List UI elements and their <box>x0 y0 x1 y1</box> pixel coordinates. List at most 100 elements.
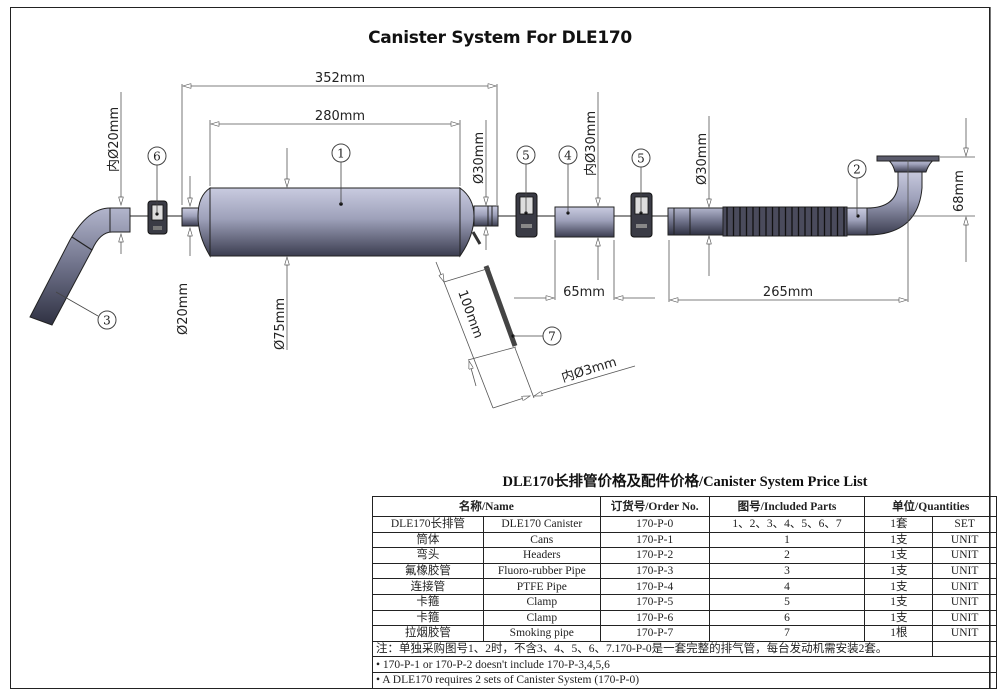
dim-smoking-pipe-length: 100mm <box>454 288 485 340</box>
note-en-2: • A DLE170 requires 2 sets of Canister S… <box>372 671 997 689</box>
cell-name-en: Fluoro-rubber Pipe <box>482 562 601 580</box>
cell-quantity: 1支 <box>864 578 934 595</box>
cell-included-parts: 4 <box>708 578 866 595</box>
cell-quantity: 1支 <box>864 547 934 564</box>
technical-drawing: 1 2 3 4 5 5 6 7 352mm 280mm 内Ø20mm Ø20mm… <box>29 71 975 409</box>
table-header-row: 名称/Name 订货号/Order No. 图号/Included Parts … <box>372 496 997 517</box>
balloon-5-left: 5 <box>516 145 536 165</box>
cell-name-en: Cans <box>482 531 601 549</box>
dim-outlet-dia-left: Ø20mm <box>176 283 191 335</box>
balloon-2: 2 <box>847 159 867 179</box>
dim-smoking-pipe-inner-dia: 内Ø3mm <box>559 354 618 386</box>
note-row-2: • A DLE170 requires 2 sets of Canister S… <box>372 671 997 689</box>
balloon-7: 7 <box>542 326 562 346</box>
part-7-smoking-pipe <box>483 265 518 347</box>
cell-unit: UNIT <box>932 625 997 642</box>
part-5-clamp-left <box>515 192 538 238</box>
note-row-cn: 注：单独采购图号1、2时，不含3、4、5、6、7.170-P-0是一套完整的排气… <box>371 640 997 658</box>
cell-name-cn: 筒体 <box>372 531 484 549</box>
cell-name-en: Clamp <box>482 593 601 611</box>
dim-inner-dia-ptfe: 内Ø30mm <box>583 111 599 176</box>
part-6-clamp <box>147 200 168 235</box>
balloon-6: 6 <box>147 146 167 166</box>
dim-overall-length: 352mm <box>315 71 365 86</box>
dimension-lines <box>121 84 975 409</box>
cell-order-no: 170-P-4 <box>599 578 710 595</box>
svg-text:7: 7 <box>548 330 556 344</box>
price-list-table: 名称/Name 订货号/Order No. 图号/Included Parts … <box>371 496 997 689</box>
dim-ptfe-length: 65mm <box>563 285 605 300</box>
note-row-1: • 170-P-1 or 170-P-2 doesn't include 170… <box>372 656 997 673</box>
note-cn: 注：单独采购图号1、2时，不含3、4、5、6、7.170-P-0是一套完整的排气… <box>371 640 934 658</box>
dim-body-length: 280mm <box>315 109 365 124</box>
cell-unit: UNIT <box>932 531 997 549</box>
cell-name-cn: 连接管 <box>372 578 484 595</box>
cell-included-parts: 1 <box>708 531 866 549</box>
balloon-5-right: 5 <box>631 148 651 168</box>
part-3-fluoro-rubber-pipe <box>29 207 131 326</box>
cell-order-no: 170-P-5 <box>599 593 710 611</box>
note-en-1: • 170-P-1 or 170-P-2 doesn't include 170… <box>372 656 997 673</box>
cell-included-parts: 6 <box>708 609 866 627</box>
cell-included-parts: 5 <box>708 593 866 611</box>
cell-name-en: Clamp <box>482 609 601 627</box>
cell-order-no: 170-P-2 <box>599 547 710 564</box>
cell-name-cn: 弯头 <box>372 547 484 564</box>
cell-order-no: 170-P-7 <box>599 625 710 642</box>
svg-text:1: 1 <box>337 147 345 161</box>
cell-unit: SET <box>932 516 997 533</box>
svg-text:3: 3 <box>103 314 111 328</box>
balloon-4: 4 <box>558 145 578 165</box>
frame-right-edge <box>990 7 991 689</box>
cell-order-no: 170-P-1 <box>599 531 710 549</box>
cell-quantity: 1套 <box>864 516 934 533</box>
cell-included-parts: 3 <box>708 562 866 580</box>
cell-order-no: 170-P-6 <box>599 609 710 627</box>
note-empty-cell <box>932 640 997 658</box>
cell-unit: UNIT <box>932 562 997 580</box>
part-2-header <box>667 155 940 237</box>
svg-text:6: 6 <box>153 150 161 164</box>
dim-header-dia: Ø30mm <box>695 133 710 185</box>
cell-quantity: 1支 <box>864 609 934 627</box>
part-1-canister <box>181 187 499 258</box>
svg-text:5: 5 <box>522 149 530 163</box>
cell-unit: UNIT <box>932 578 997 595</box>
header-order-no: 订货号/Order No. <box>599 496 710 517</box>
cell-order-no: 170-P-0 <box>599 516 710 533</box>
dim-header-length: 265mm <box>763 285 813 300</box>
dim-header-height: 68mm <box>952 170 967 212</box>
cell-unit: UNIT <box>932 593 997 611</box>
balloon-leaders <box>55 162 858 337</box>
cell-unit: UNIT <box>932 547 997 564</box>
cell-unit: UNIT <box>932 609 997 627</box>
cell-name-cn: 卡箍 <box>372 609 484 627</box>
cell-quantity: 1支 <box>864 531 934 549</box>
cell-name-en: DLE170 Canister <box>482 516 601 533</box>
cell-quantity: 1支 <box>864 593 934 611</box>
cell-order-no: 170-P-3 <box>599 562 710 580</box>
part-5-clamp-right <box>630 192 653 238</box>
svg-text:4: 4 <box>564 149 572 163</box>
dim-body-dia: Ø75mm <box>273 298 288 350</box>
cell-name-cn: DLE170长排管 <box>372 516 484 533</box>
price-list-title: DLE170长排管价格及配件价格/Canister System Price L… <box>502 474 868 490</box>
cell-name-en: PTFE Pipe <box>482 578 601 595</box>
svg-text:5: 5 <box>637 152 645 166</box>
cell-name-cn: 卡箍 <box>372 593 484 611</box>
cell-name-cn: 拉烟胶管 <box>372 625 484 642</box>
cell-name-en: Smoking pipe <box>482 625 601 642</box>
cell-quantity: 1根 <box>864 625 934 642</box>
cell-included-parts: 1、2、3、4、5、6、7 <box>708 516 866 533</box>
cell-included-parts: 2 <box>708 547 866 564</box>
part-4-ptfe-pipe <box>554 206 615 238</box>
header-included-parts: 图号/Included Parts <box>708 496 866 517</box>
header-name: 名称/Name <box>372 496 601 517</box>
